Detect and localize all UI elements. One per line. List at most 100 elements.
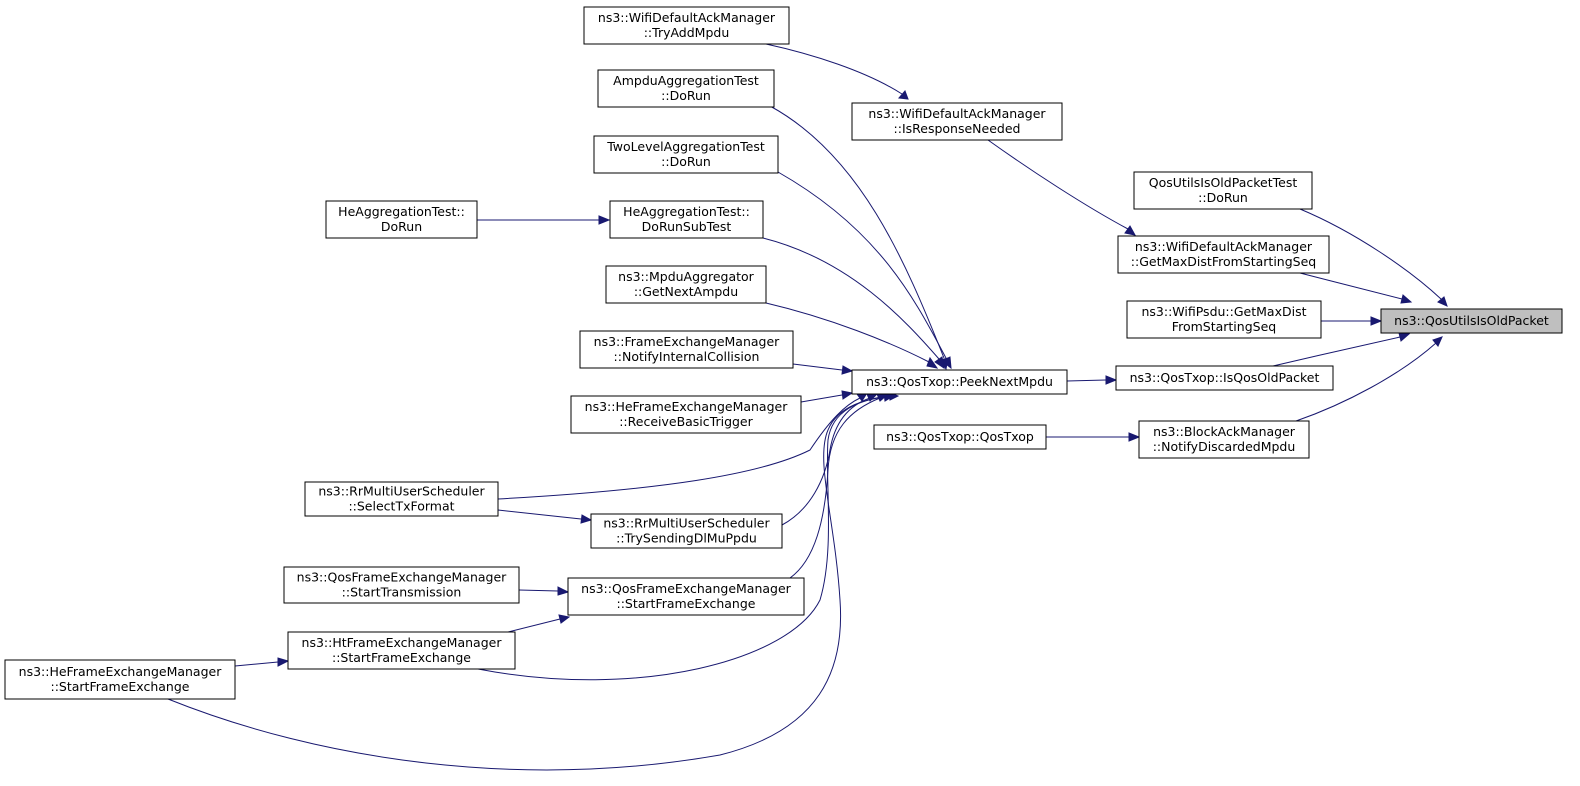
node-box[interactable]: [851, 369, 1068, 395]
node-he_test_dorun[interactable]: HeAggregationTest::DoRun: [325, 200, 478, 239]
node-box[interactable]: [597, 69, 775, 108]
node-isqosoldpacket[interactable]: ns3::QosTxop::IsQosOldPacket: [1115, 365, 1334, 391]
node-label: ::ReceiveBasicTrigger: [619, 414, 753, 429]
edge-line: [497, 509, 582, 520]
node-label: ::DoRun: [661, 154, 711, 169]
edge-arrowhead: [841, 390, 854, 400]
node-box[interactable]: [1115, 365, 1334, 391]
edge-line: [781, 397, 871, 526]
node-notifyinternal[interactable]: ns3::FrameExchangeManager::NotifyInterna…: [579, 330, 794, 369]
node-label: ::GetMaxDistFromStartingSeq: [1131, 254, 1316, 269]
edge-arrowhead: [1105, 375, 1118, 385]
node-qosutils_test[interactable]: QosUtilsIsOldPacketTest::DoRun: [1133, 171, 1313, 210]
node-box[interactable]: [851, 102, 1063, 141]
node-qos_startfe[interactable]: ns3::QosFrameExchangeManager::StartFrame…: [567, 577, 805, 616]
node-box[interactable]: [590, 513, 783, 549]
node-box[interactable]: [583, 6, 790, 45]
node-box[interactable]: [873, 424, 1047, 450]
node-box[interactable]: [283, 566, 520, 604]
node-label: QosUtilsIsOldPacketTest: [1149, 175, 1298, 190]
node-he_test_subtest[interactable]: HeAggregationTest::DoRunSubTest: [609, 200, 764, 239]
edge-line: [765, 43, 903, 95]
edge-isresponseneeded-to-getmaxdist_ack: [987, 139, 1136, 236]
edge-line: [800, 394, 843, 403]
edge-line: [777, 171, 947, 359]
node-box[interactable]: [4, 659, 236, 700]
node-qosutils_isold[interactable]: ns3::QosUtilsIsOldPacket: [1380, 308, 1563, 334]
node-getmaxdist_ack[interactable]: ns3::WifiDefaultAckManager::GetMaxDistFr…: [1117, 235, 1330, 274]
edge-line: [987, 139, 1129, 230]
node-label: ::StartFrameExchange: [51, 679, 190, 694]
node-label: ns3::WifiDefaultAckManager: [598, 10, 776, 25]
node-notifydiscarded[interactable]: ns3::BlockAckManager::NotifyDiscardedMpd…: [1138, 420, 1310, 459]
edge-ht_startfe-to-qos_startfe: [507, 614, 571, 633]
edge-arrowhead: [898, 90, 909, 100]
node-psdu_getmaxdist[interactable]: ns3::WifiPsdu::GetMaxDistFromStartingSeq: [1126, 300, 1322, 339]
edge-arrowhead: [598, 215, 611, 225]
node-ampdu_test[interactable]: AmpduAggregationTest::DoRun: [597, 69, 775, 108]
node-label: ns3::BlockAckManager: [1153, 424, 1296, 439]
node-label: TwoLevelAggregationTest: [606, 139, 765, 154]
edge-getnextampdu-to-peeknextmpdu: [765, 302, 939, 369]
node-label: ns3::RrMultiUserScheduler: [603, 516, 770, 531]
node-box[interactable]: [304, 481, 499, 517]
edge-twolevel_test-to-peeknextmpdu: [777, 171, 952, 370]
node-selecttxformat[interactable]: ns3::RrMultiUserScheduler::SelectTxForma…: [304, 481, 499, 517]
node-label: AmpduAggregationTest: [613, 73, 759, 88]
nodes-layer: ns3::QosUtilsIsOldPacket ns3::WifiDefault…: [4, 6, 1563, 700]
node-label: ::TrySendingDlMuPpdu: [616, 531, 757, 546]
edge-line: [477, 396, 886, 681]
edge-line: [167, 395, 891, 771]
node-box[interactable]: [1138, 420, 1310, 459]
node-box[interactable]: [567, 577, 805, 616]
node-ht_startfe[interactable]: ns3::HtFrameExchangeManager::StartFrameE…: [287, 631, 516, 670]
node-box[interactable]: [593, 135, 779, 174]
node-box[interactable]: [605, 265, 767, 304]
node-label: ::GetNextAmpdu: [634, 284, 738, 299]
edge-arrowhead: [941, 356, 952, 370]
node-label: ns3::HeFrameExchangeManager: [19, 664, 223, 679]
node-box[interactable]: [1380, 308, 1563, 334]
edge-arrowhead: [1128, 432, 1141, 442]
node-box[interactable]: [1117, 235, 1330, 274]
node-box[interactable]: [325, 200, 478, 239]
node-box[interactable]: [609, 200, 764, 239]
node-label: ns3::FrameExchangeManager: [594, 334, 780, 349]
node-label: ns3::WifiPsdu::GetMaxDist: [1142, 304, 1307, 319]
node-twolevel_test[interactable]: TwoLevelAggregationTest::DoRun: [593, 135, 779, 174]
edge-arrowhead: [1437, 296, 1448, 307]
node-label: ns3::HeFrameExchangeManager: [585, 399, 789, 414]
node-qostxop_ctor[interactable]: ns3::QosTxop::QosTxop: [873, 424, 1047, 450]
node-label: ns3::QosUtilsIsOldPacket: [1394, 313, 1549, 328]
node-box[interactable]: [570, 395, 802, 434]
node-trysendingdlmu[interactable]: ns3::RrMultiUserScheduler::TrySendingDlM…: [590, 513, 783, 549]
node-label: ns3::RrMultiUserScheduler: [318, 484, 485, 499]
node-box[interactable]: [579, 330, 794, 369]
edge-arrowhead: [841, 365, 854, 375]
node-isresponseneeded[interactable]: ns3::WifiDefaultAckManager::IsResponseNe…: [851, 102, 1063, 141]
node-label: ::NotifyInternalCollision: [614, 349, 760, 364]
edge-notifyinternal-to-peeknextmpdu: [792, 363, 854, 375]
node-box[interactable]: [287, 631, 516, 670]
node-box[interactable]: [1133, 171, 1313, 210]
edges-layer: [167, 43, 1448, 771]
node-label: ::DoRun: [1198, 190, 1248, 205]
node-qos_starttx[interactable]: ns3::QosFrameExchangeManager::StartTrans…: [283, 566, 520, 604]
edge-line: [762, 237, 940, 360]
node-label: ns3::QosTxop::QosTxop: [886, 429, 1034, 444]
edge-arrowhead: [1124, 225, 1136, 236]
edge-arrowhead: [277, 657, 290, 667]
node-getnextampdu[interactable]: ns3::MpduAggregator::GetNextAmpdu: [605, 265, 767, 304]
edge-selecttxformat-to-trysendingdlmu: [497, 509, 593, 524]
edge-line: [769, 105, 945, 359]
node-box[interactable]: [1126, 300, 1322, 339]
edge-arrowhead: [557, 586, 570, 596]
edge-arrowhead: [1370, 316, 1383, 326]
node-label: ::StartFrameExchange: [332, 650, 471, 665]
node-receivebasictrigger[interactable]: ns3::HeFrameExchangeManager::ReceiveBasi…: [570, 395, 802, 434]
node-he_startfe[interactable]: ns3::HeFrameExchangeManager::StartFrameE…: [4, 659, 236, 700]
node-tryaddmpdu[interactable]: ns3::WifiDefaultAckManager::TryAddMpdu: [583, 6, 790, 45]
node-label: FromStartingSeq: [1172, 319, 1276, 334]
node-peeknextmpdu[interactable]: ns3::QosTxop::PeekNextMpdu: [851, 369, 1068, 395]
